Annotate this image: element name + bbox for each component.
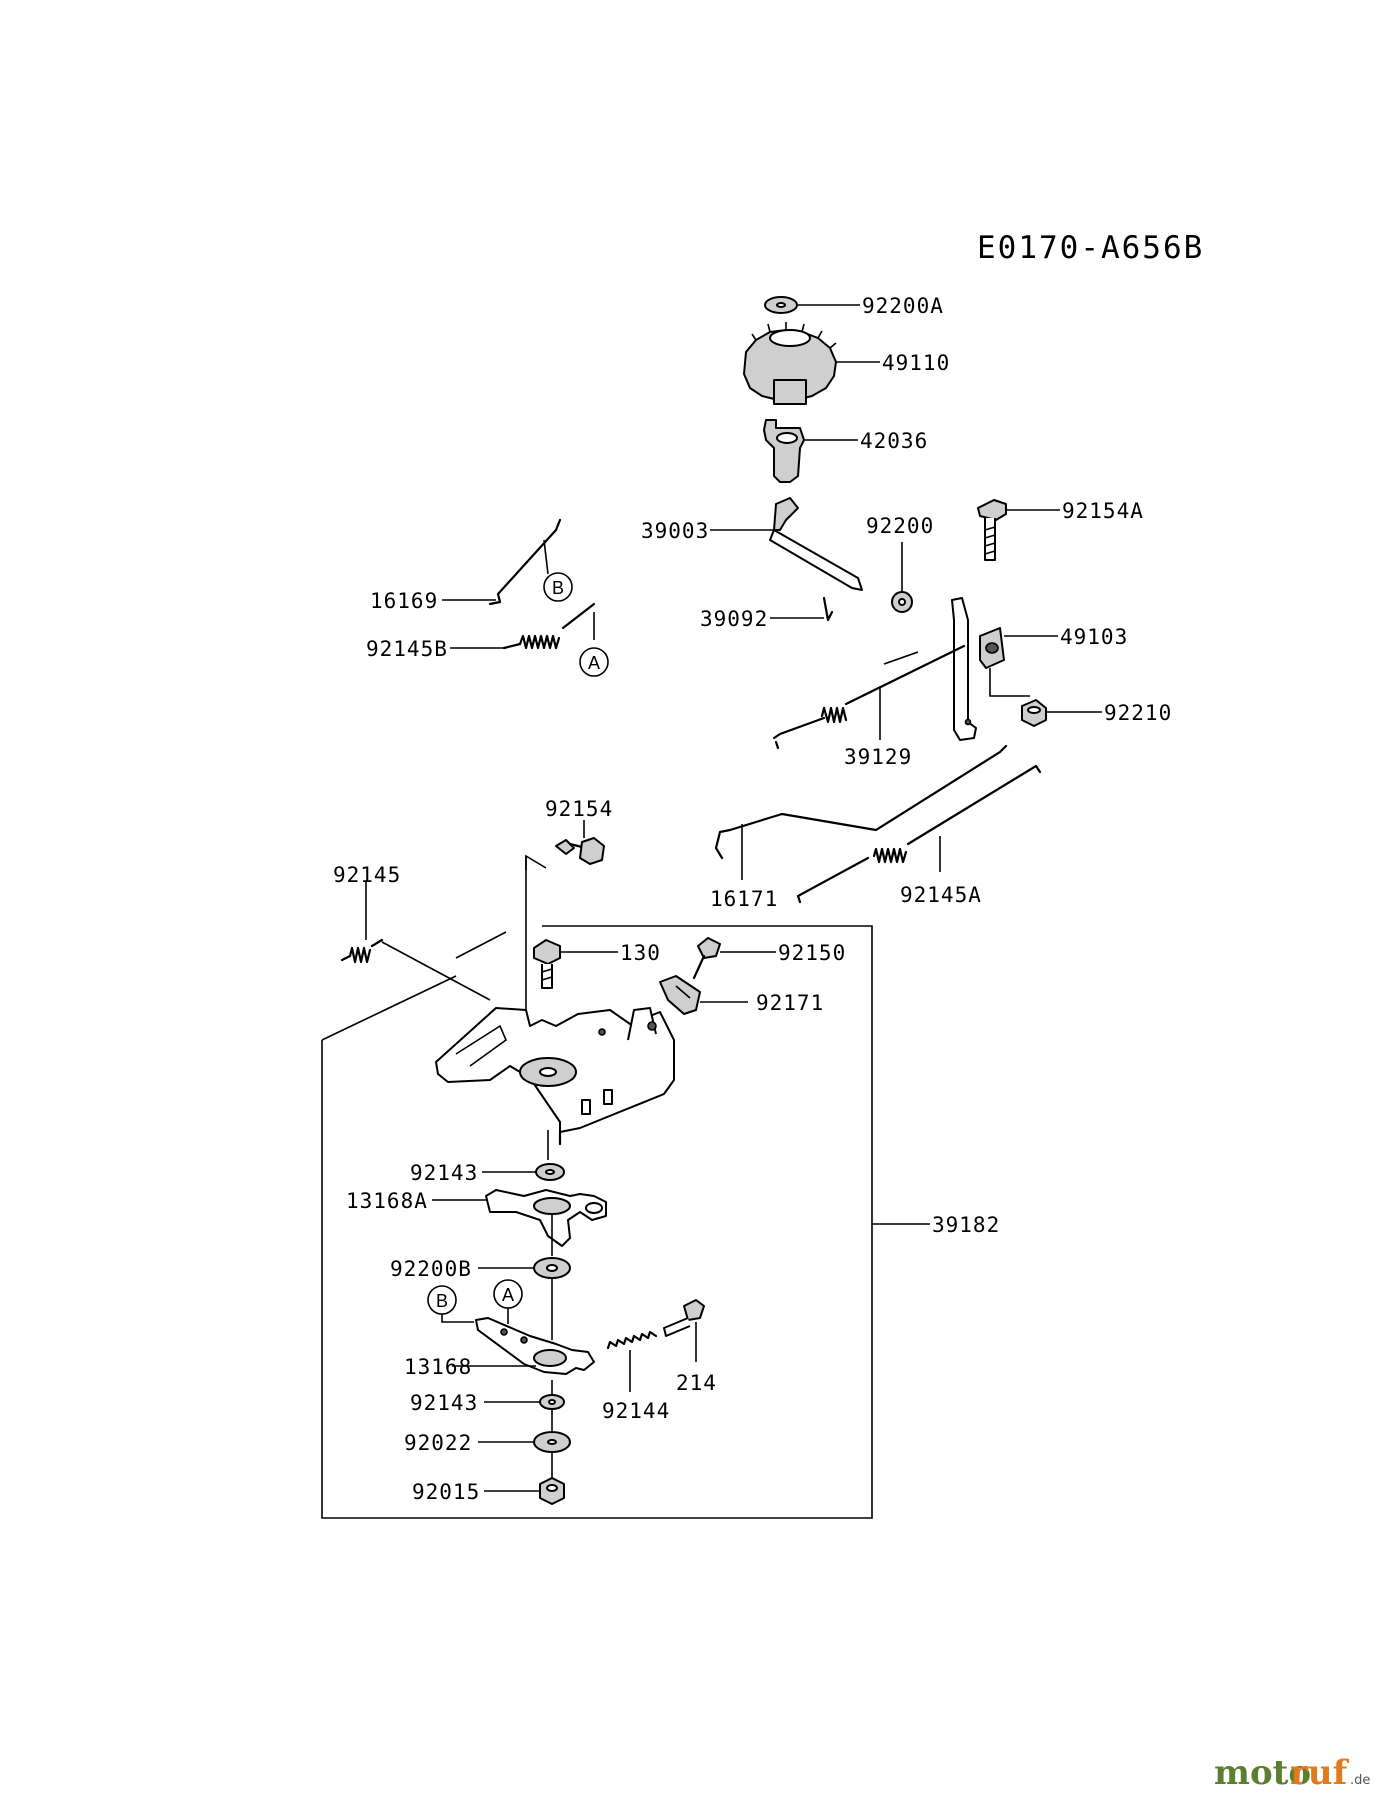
rod-16171-part bbox=[714, 744, 1008, 860]
washer-92143-upper-part bbox=[535, 1163, 565, 1181]
label-92145: 92145 bbox=[333, 863, 401, 887]
svg-text:.de: .de bbox=[1350, 1773, 1370, 1788]
label-92200A: 92200A bbox=[862, 294, 944, 318]
label-92022: 92022 bbox=[404, 1431, 472, 1455]
watermark-logo: moto ruf .de bbox=[1214, 1753, 1370, 1793]
gear-49110-part bbox=[743, 322, 837, 405]
spring-92145-part bbox=[340, 938, 384, 964]
svg-text:A: A bbox=[588, 653, 600, 673]
svg-text:ruf: ruf bbox=[1290, 1753, 1350, 1793]
label-92145A: 92145A bbox=[900, 883, 982, 907]
rod-16169-part bbox=[488, 518, 562, 606]
svg-text:B: B bbox=[436, 1291, 448, 1311]
svg-text:A: A bbox=[502, 1285, 514, 1305]
diagram-code: E0170-A656B bbox=[977, 230, 1204, 266]
label-92150: 92150 bbox=[778, 941, 846, 965]
svg-text:B: B bbox=[552, 578, 564, 598]
washer-92200A-part bbox=[764, 296, 798, 314]
label-214: 214 bbox=[676, 1371, 717, 1395]
lever-13168-part bbox=[475, 1317, 595, 1375]
label-92143-lower: 92143 bbox=[410, 1391, 478, 1415]
label-49103: 49103 bbox=[1060, 625, 1128, 649]
spring-92144-part bbox=[606, 1330, 658, 1350]
label-92154A: 92154A bbox=[1062, 499, 1144, 523]
bracket-part bbox=[435, 1007, 675, 1146]
washer-92200-part bbox=[891, 591, 913, 613]
nut-92015-part bbox=[539, 1477, 565, 1505]
label-92144: 92144 bbox=[602, 1399, 670, 1423]
callout-b-upper: B bbox=[543, 572, 573, 602]
label-92145B: 92145B bbox=[366, 637, 448, 661]
clip-92171-part bbox=[659, 975, 701, 1015]
label-92171: 92171 bbox=[756, 991, 824, 1015]
screw-92150-part bbox=[692, 937, 721, 980]
spring-92145B-part bbox=[502, 602, 596, 650]
label-92210: 92210 bbox=[1104, 701, 1172, 725]
washer-92200B-part bbox=[533, 1257, 571, 1279]
label-39129: 39129 bbox=[844, 745, 912, 769]
arm-49103-part bbox=[951, 597, 1005, 741]
label-13168A: 13168A bbox=[346, 1189, 428, 1213]
shaft-39003-part bbox=[769, 497, 863, 591]
label-49110: 49110 bbox=[882, 351, 950, 375]
label-39003: 39003 bbox=[641, 519, 709, 543]
bolt-92154-part bbox=[555, 837, 605, 865]
pin-39092-part bbox=[822, 596, 834, 622]
svg-text:moto: moto bbox=[1214, 1753, 1311, 1793]
washer-92022-part bbox=[533, 1431, 571, 1453]
spring-92145A-part bbox=[796, 764, 1042, 904]
callout-a-lower: A bbox=[493, 1279, 523, 1309]
assembly-frame-39182 bbox=[321, 925, 873, 1519]
label-13168: 13168 bbox=[404, 1355, 472, 1379]
label-42036: 42036 bbox=[860, 429, 928, 453]
bolt-214-part bbox=[663, 1299, 705, 1337]
callout-b-lower: B bbox=[427, 1285, 457, 1315]
sleeve-42036-part bbox=[763, 419, 805, 483]
label-16171: 16171 bbox=[710, 887, 778, 911]
label-92200: 92200 bbox=[866, 514, 934, 538]
bolt-130-part bbox=[533, 939, 561, 989]
label-92143-upper: 92143 bbox=[410, 1161, 478, 1185]
lever-13168A-part bbox=[485, 1189, 607, 1247]
label-39182: 39182 bbox=[932, 1213, 1000, 1237]
label-39092: 39092 bbox=[700, 607, 768, 631]
label-92154: 92154 bbox=[545, 797, 613, 821]
spring-39129-part bbox=[772, 644, 966, 750]
bolt-92154A-part bbox=[977, 499, 1007, 561]
callout-a-upper: A bbox=[579, 647, 609, 677]
label-92015: 92015 bbox=[412, 1480, 480, 1504]
label-16169: 16169 bbox=[370, 589, 438, 613]
nut-92210-part bbox=[1021, 699, 1047, 727]
washer-92143-lower-part bbox=[539, 1394, 565, 1410]
label-130: 130 bbox=[620, 941, 661, 965]
label-92200B: 92200B bbox=[390, 1257, 472, 1281]
